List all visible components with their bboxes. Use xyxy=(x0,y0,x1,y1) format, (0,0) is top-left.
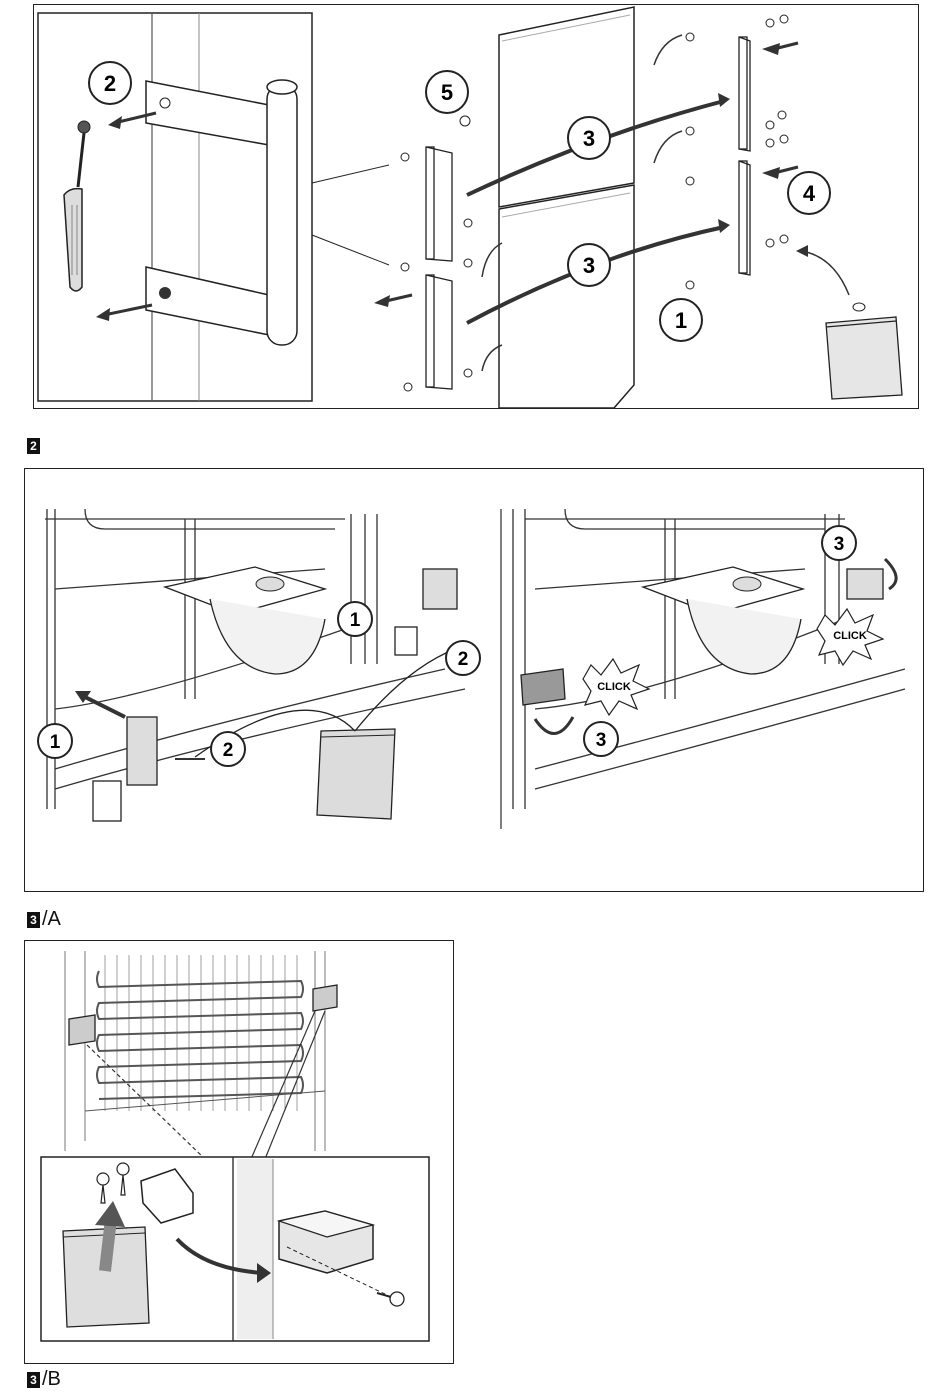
callout-1: 1 xyxy=(660,299,702,341)
svg-text:5: 5 xyxy=(441,80,453,105)
svg-text:1: 1 xyxy=(50,732,61,753)
callout-3-top: 3 xyxy=(568,117,610,159)
svg-text:2: 2 xyxy=(223,740,234,761)
svg-text:1: 1 xyxy=(350,610,361,631)
figure-label-2: 2 xyxy=(27,438,40,454)
callout-2-lower: 2 xyxy=(211,732,245,766)
callout-1-lower: 1 xyxy=(38,724,72,758)
figure-number-box: 3 xyxy=(27,912,40,928)
figure-compressor-spacers: CLICK CLICK 1 2 1 2 3 3 xyxy=(24,468,924,892)
svg-text:2: 2 xyxy=(458,649,469,670)
callout-4: 4 xyxy=(788,172,830,214)
callout-3-upper: 3 xyxy=(822,526,856,560)
figure-number-box: 2 xyxy=(27,438,40,454)
svg-text:3: 3 xyxy=(834,534,845,555)
callout-3-bottom: 3 xyxy=(568,244,610,286)
svg-text:3: 3 xyxy=(583,126,595,151)
compressor-illustration: CLICK CLICK 1 2 1 2 3 3 xyxy=(25,469,923,891)
callout-2-left: 2 xyxy=(89,62,131,104)
svg-text:1: 1 xyxy=(675,308,687,333)
callout-1-upper: 1 xyxy=(338,602,372,636)
figure-door-handle-reversal: 2 5 3 3 4 1 xyxy=(33,4,919,409)
callout-layer: 2 5 3 3 4 1 xyxy=(34,5,918,408)
callout-text: 2 xyxy=(104,71,116,96)
svg-text:4: 4 xyxy=(803,181,816,206)
wall-spacer-illustration xyxy=(25,941,453,1363)
callout-2-upper: 2 xyxy=(446,641,480,675)
figure-number-box: 3 xyxy=(27,1372,40,1388)
callout-5: 5 xyxy=(426,71,468,113)
figure-label-3a: 3 /A xyxy=(27,908,61,931)
svg-text:3: 3 xyxy=(583,253,595,278)
click-text-right: CLICK xyxy=(833,630,867,642)
figure-suffix: /B xyxy=(42,1368,61,1391)
click-text-left: CLICK xyxy=(597,681,631,693)
figure-wall-spacers xyxy=(24,940,454,1364)
figure-label-3b: 3 /B xyxy=(27,1368,61,1391)
svg-text:3: 3 xyxy=(596,730,607,751)
figure-suffix: /A xyxy=(42,908,61,931)
callout-3-lower: 3 xyxy=(584,722,618,756)
